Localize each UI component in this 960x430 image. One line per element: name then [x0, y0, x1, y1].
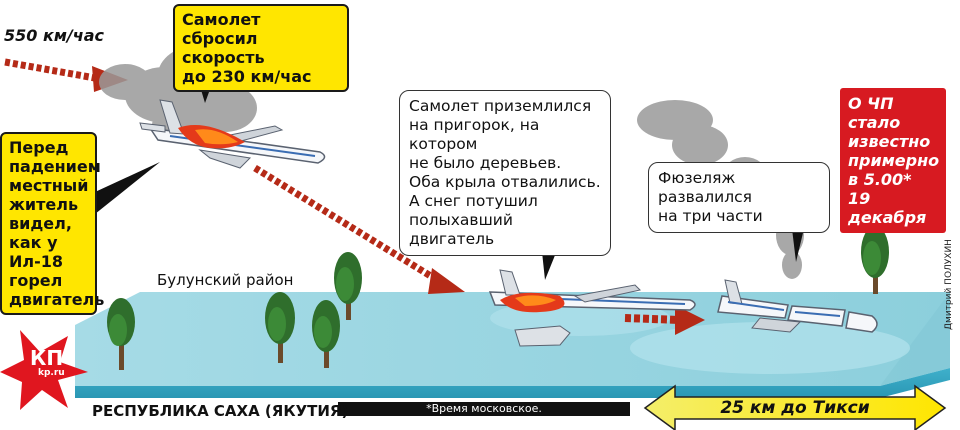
tree [312, 300, 340, 368]
distance-label: 25 км до Тикси [720, 398, 870, 418]
report-time-callout: О ЧП стало известно примерно в 5.00* 19 … [840, 88, 946, 233]
landing-callout: Самолет приземлился на пригорок, на кото… [399, 90, 611, 256]
footnote-text: *Время московское. [426, 402, 542, 415]
author-credit: Дмитрий ПОЛУХИН [944, 239, 954, 330]
trajectory-trail [4, 58, 705, 335]
trees [107, 226, 889, 370]
plane-broken [717, 279, 878, 333]
kp-logo-mark [0, 330, 88, 410]
kp-logo-subtext: kp.ru [38, 368, 65, 378]
tree [265, 292, 295, 363]
tree [334, 252, 362, 320]
district-label: Булунский район [157, 271, 294, 289]
initial-speed-label: 550 км/час [4, 26, 105, 45]
speed-drop-callout: Самолет сбросил скорость до 230 км/час [173, 4, 349, 92]
footnote-bar [338, 402, 630, 416]
tree [107, 298, 135, 370]
witness-callout: Перед падением местный житель видел, как… [0, 132, 104, 315]
region-label: РЕСПУБЛИКА САХА (ЯКУТИЯ) [92, 402, 349, 420]
distance-arrow-shape [643, 384, 947, 430]
tree [861, 226, 889, 294]
fuselage-callout: Фюзеляж развалился на три части [648, 162, 830, 233]
plane-landed [488, 269, 696, 347]
plane-in-flight [139, 99, 326, 169]
kp-logo-text: КП [30, 346, 64, 370]
